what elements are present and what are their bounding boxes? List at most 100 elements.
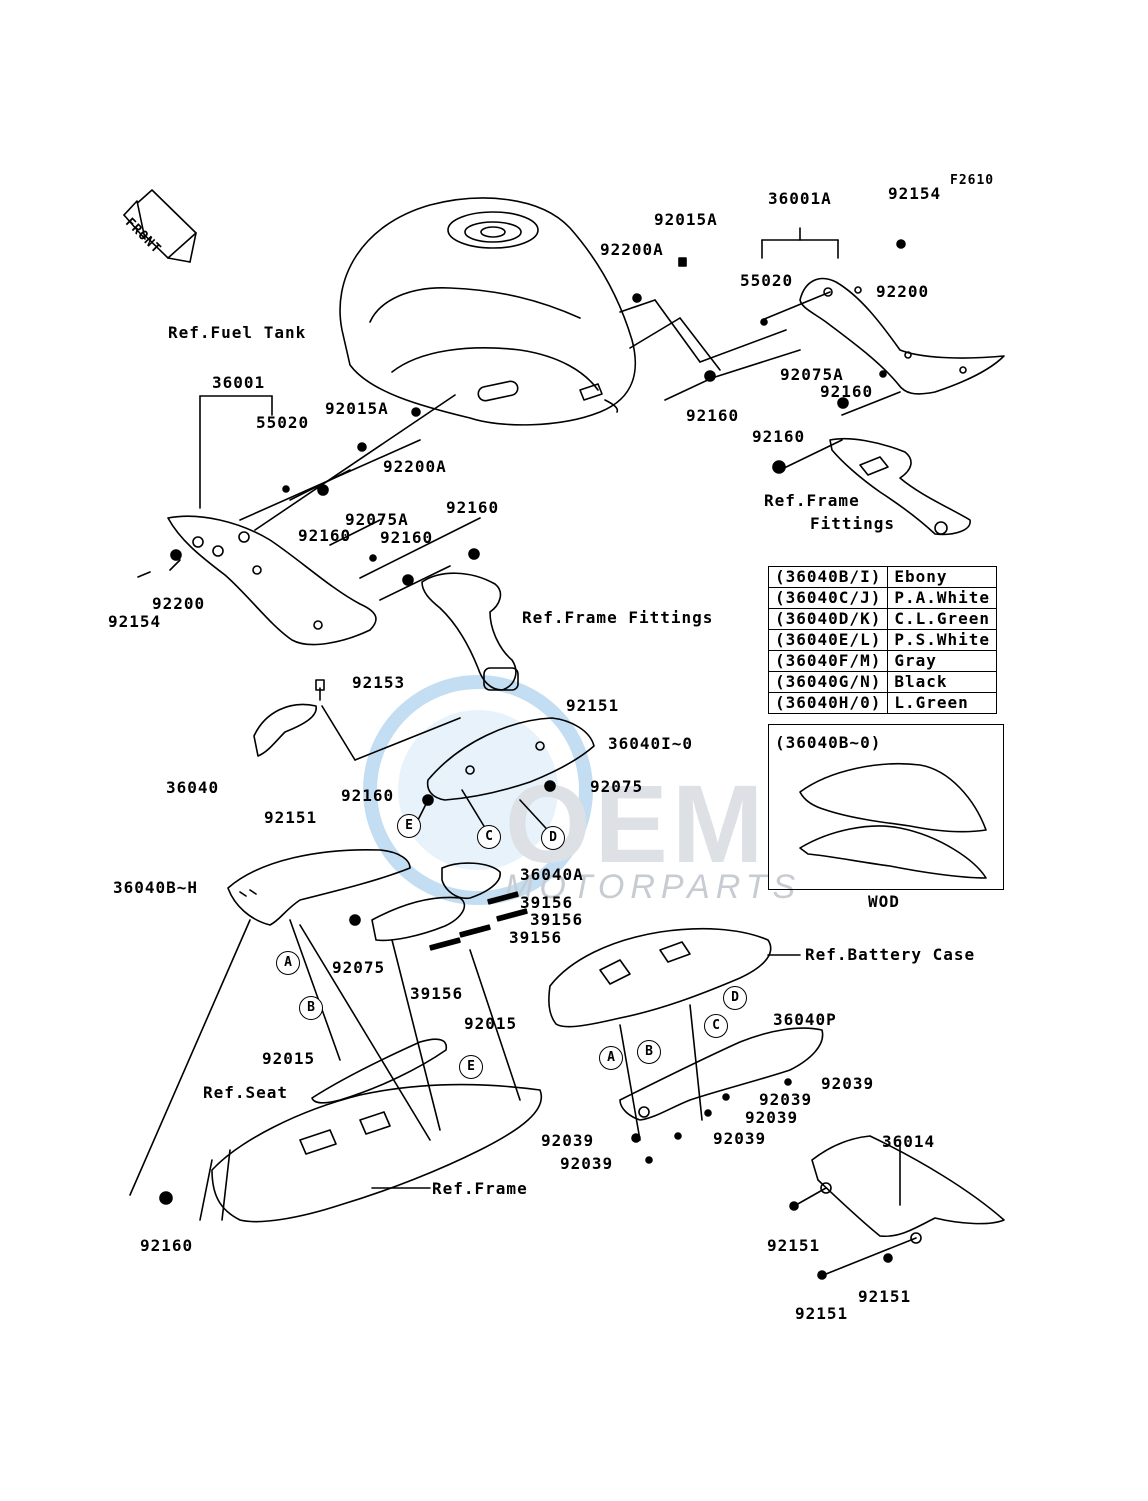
tail-cover-upper-drawing	[415, 717, 595, 839]
part-label: 55020	[256, 413, 310, 432]
part-label: 92015A	[654, 210, 718, 229]
color-code-cell: (36040G/N)	[767, 671, 889, 693]
part-label: 92151	[795, 1304, 849, 1323]
leader-lines-right	[619, 227, 901, 471]
part-label: 92200A	[600, 240, 664, 259]
side-cover-right-drawing	[799, 277, 1005, 395]
small-fasteners-left	[137, 407, 480, 586]
part-label: 36040A	[520, 865, 584, 884]
side-cover-left-drawing	[167, 515, 377, 646]
part-label: 92039	[745, 1108, 799, 1127]
color-name-cell: Black	[887, 671, 998, 693]
part-label: 92151	[264, 808, 318, 827]
ref-battery-case-label: Ref.Battery Case	[805, 945, 976, 964]
part-label: 92160	[380, 528, 434, 547]
part-label: 92039	[821, 1074, 875, 1093]
leader-lines-left	[169, 394, 481, 601]
marker-b: B	[637, 1040, 661, 1064]
color-code-cell: (36040B/I)	[767, 566, 889, 588]
part-label: 92160	[446, 498, 500, 517]
color-table-row: (36040D/K)C.L.Green	[767, 608, 998, 630]
marker-b: B	[299, 996, 323, 1020]
part-label: 39156	[520, 893, 574, 912]
color-name-cell: Ebony	[887, 566, 998, 588]
color-table: (36040B/I)Ebony(36040C/J)P.A.White(36040…	[767, 566, 998, 714]
part-label: 92160	[820, 382, 874, 401]
color-table-row: (36040F/M)Gray	[767, 650, 998, 672]
part-label: 92154	[108, 612, 162, 631]
marker-e: E	[397, 814, 421, 838]
part-label: 92200	[152, 594, 206, 613]
figure-code: F2610	[950, 173, 995, 188]
color-name-cell: Gray	[887, 650, 998, 672]
frame-fitting-right-drawing	[829, 437, 971, 536]
part-label: 92151	[858, 1287, 912, 1306]
part-label: 92160	[686, 406, 740, 425]
part-label: 92160	[140, 1236, 194, 1255]
color-table-row: (36040G/N)Black	[767, 671, 998, 693]
color-code-cell: (36040E/L)	[767, 629, 889, 651]
part-label: 92075A	[345, 510, 409, 529]
variant-box: (36040B~0)	[768, 724, 1004, 890]
chain-guard-drawing	[789, 1135, 1005, 1280]
marker-a: A	[599, 1046, 623, 1070]
ref-frame-fittings-right-label-1: Ref.Frame	[764, 491, 860, 510]
part-label: 39156	[509, 928, 563, 947]
ref-seat-label: Ref.Seat	[203, 1083, 289, 1102]
color-code-cell: (36040D/K)	[767, 608, 889, 630]
part-label: 92153	[352, 673, 406, 692]
watermark-text: MOTORPARTS	[505, 868, 802, 906]
color-code-cell: (36040C/J)	[767, 587, 889, 609]
part-label: 92160	[341, 786, 395, 805]
part-label: 92151	[767, 1236, 821, 1255]
part-label: 92160	[298, 526, 352, 545]
part-label: 92039	[560, 1154, 614, 1173]
part-label: 92200A	[383, 457, 447, 476]
color-code-cell: (36040F/M)	[767, 650, 889, 672]
small-fasteners-right	[632, 239, 906, 474]
part-label: 92075	[590, 777, 644, 796]
variant-title: (36040B~0)	[775, 733, 882, 752]
variant-note: WOD	[868, 892, 900, 911]
part-label: 36001	[212, 373, 266, 392]
marker-d: D	[723, 986, 747, 1010]
ref-fuel-tank-label: Ref.Fuel Tank	[168, 323, 307, 342]
part-label: 92015A	[325, 399, 389, 418]
marker-a: A	[276, 951, 300, 975]
color-table-row: (36040C/J)P.A.White	[767, 587, 998, 609]
seat-frame-drawing	[159, 1038, 543, 1223]
marker-c: C	[704, 1014, 728, 1038]
part-label: 92075A	[780, 365, 844, 384]
color-table-row: (36040H/0)L.Green	[767, 692, 998, 714]
part-label: 92039	[541, 1131, 595, 1150]
part-label: 36014	[882, 1132, 936, 1151]
part-label: 36040I~0	[608, 734, 694, 753]
tail-cowl-drawing	[129, 848, 521, 1196]
part-label: 39156	[530, 910, 584, 929]
fuel-tank-drawing	[339, 197, 637, 426]
color-name-cell: P.A.White	[887, 587, 998, 609]
part-label: 36001A	[768, 189, 832, 208]
color-name-cell: L.Green	[887, 692, 998, 714]
color-name-cell: P.S.White	[887, 629, 998, 651]
part-label: 92200	[876, 282, 930, 301]
marker-c: C	[477, 825, 501, 849]
marker-e: E	[459, 1055, 483, 1079]
part-label: 92015	[464, 1014, 518, 1033]
part-label: 92039	[759, 1090, 813, 1109]
ref-frame-fittings-right-label-2: Fittings	[810, 514, 896, 533]
marker-d: D	[541, 826, 565, 850]
part-label: 92151	[566, 696, 620, 715]
part-label: 55020	[740, 271, 794, 290]
color-code-cell: (36040H/0)	[767, 692, 889, 714]
color-table-row: (36040B/I)Ebony	[767, 566, 998, 588]
part-label: 92039	[713, 1129, 767, 1148]
strips-drawing	[429, 891, 528, 951]
color-name-cell: C.L.Green	[887, 608, 998, 630]
frame-fitting-left-drawing	[421, 572, 519, 691]
part-label: 36040B~H	[113, 878, 199, 897]
part-label: 36040P	[773, 1010, 837, 1029]
part-label: 92075	[332, 958, 386, 977]
